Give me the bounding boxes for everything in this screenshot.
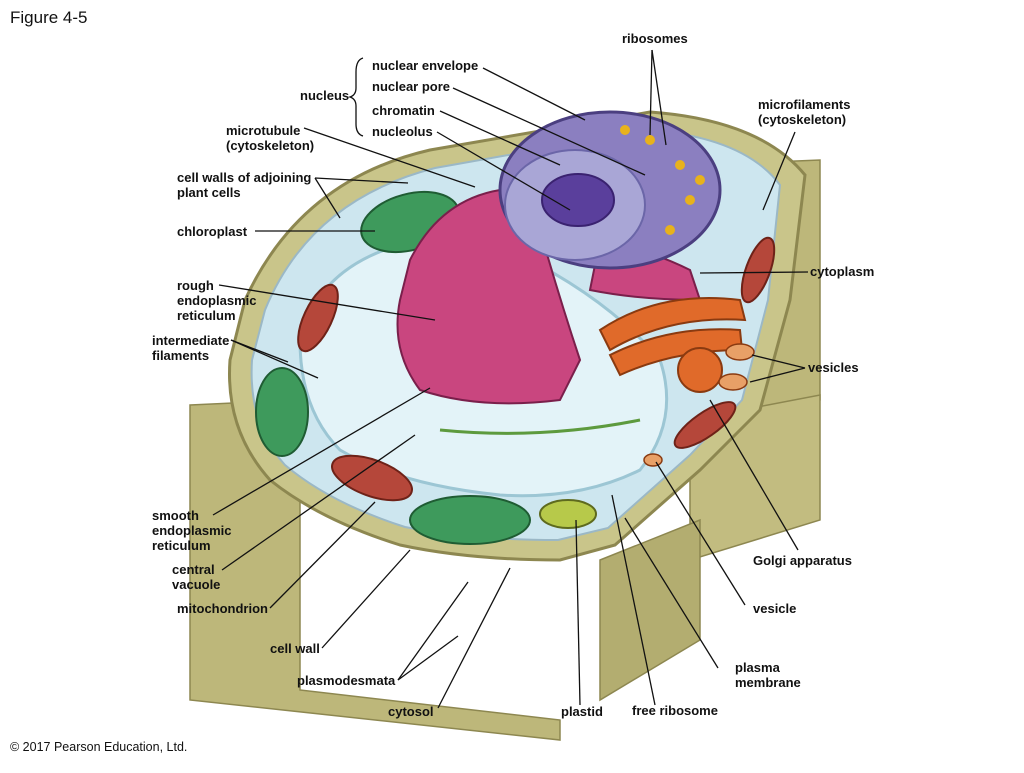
copyright-notice: © 2017 Pearson Education, Ltd.: [10, 740, 188, 754]
nucleus-shape: [498, 110, 722, 270]
chloroplasts: [255, 191, 597, 545]
label-microfilaments: microfilaments (cytoskeleton): [758, 97, 851, 127]
label-intermediate-filaments: intermediate filaments: [152, 333, 230, 363]
label-smooth-er: smooth endoplasmic reticulum: [152, 508, 232, 553]
label-free-ribosome: free ribosome: [632, 703, 718, 718]
leader-lines: [212, 49, 809, 709]
label-central-vacuole: central vacuole: [172, 562, 221, 592]
label-nuclear-envelope: nuclear envelope: [372, 58, 479, 73]
label-golgi-apparatus: Golgi apparatus: [753, 553, 852, 568]
label-plasma-membrane: plasma membrane: [735, 660, 801, 690]
mitochondria: [297, 236, 776, 502]
label-chloroplast: chloroplast: [177, 224, 248, 239]
label-cell-walls-adjoining: cell walls of adjoining plant cells: [177, 170, 312, 200]
label-ribosomes: ribosomes: [622, 31, 688, 46]
golgi-shape: [598, 297, 755, 467]
label-mitochondrion: mitochondrion: [177, 601, 268, 616]
label-plastid: plastid: [561, 704, 603, 719]
label-microtubule: microtubule (cytoskeleton): [226, 123, 315, 153]
label-nucleolus: nucleolus: [372, 124, 433, 139]
figure-title: Figure 4-5: [10, 8, 88, 27]
label-plasmodesmata: plasmodesmata: [297, 673, 396, 688]
label-cell-wall: cell wall: [270, 641, 320, 656]
label-nuclear-pore: nuclear pore: [372, 79, 451, 94]
label-vesicles: vesicles: [808, 360, 859, 375]
label-cytosol: cytosol: [388, 704, 434, 719]
label-rough-er: rough endoplasmic reticulum: [177, 278, 257, 323]
label-chromatin: chromatin: [372, 103, 435, 118]
label-vesicle: vesicle: [753, 601, 797, 616]
label-nucleus: nucleus: [300, 88, 350, 103]
label-cytoplasm: cytoplasm: [810, 264, 875, 279]
